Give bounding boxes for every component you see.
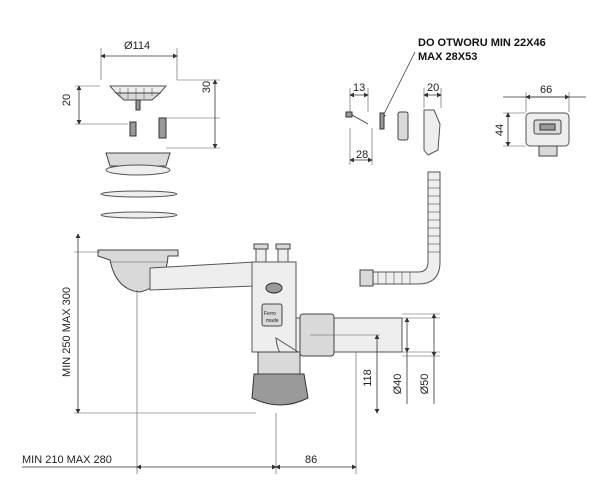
strainer-assembly: Ø114 20 30	[61, 40, 220, 219]
overflow-clip: DO OTWORU MIN 22X46 MAX 28X53 13 20 28	[345, 37, 546, 165]
dim-13: 13	[353, 82, 365, 94]
dim-118: 118	[362, 369, 374, 387]
siphon-assembly: Ferro made	[97, 243, 403, 406]
dim-28: 28	[356, 149, 368, 161]
dim-horizontal-range: MIN 210 MAX 280	[22, 454, 112, 466]
siphon-badge-brand: Ferro	[264, 311, 276, 317]
gasket-top	[100, 190, 178, 198]
dim-diameter-40: Ø40	[392, 374, 404, 395]
dim-66: 66	[540, 84, 552, 96]
hole-note-line1: DO OTWORU MIN 22X46	[418, 37, 546, 49]
hole-note-line2: MAX 28X53	[418, 51, 477, 63]
bottle-trap	[251, 373, 309, 406]
siphon-badge-made: made	[266, 318, 279, 324]
gasket-bottom	[100, 211, 178, 219]
dim-vertical-range: MIN 250 MAX 300	[61, 287, 73, 377]
dim-diameter-50: Ø50	[419, 374, 431, 395]
overflow-cover: 66 44	[494, 84, 586, 157]
dim-20-clip: 20	[427, 82, 439, 94]
strainer-basket	[108, 85, 168, 94]
screw-right	[158, 117, 167, 139]
screw-left	[129, 121, 137, 137]
dim-height-30: 30	[201, 81, 213, 93]
siphon-dimensions: MIN 250 MAX 300 118 Ø40 Ø50 MIN 210 MAX …	[22, 233, 440, 474]
dim-height-20: 20	[61, 94, 73, 106]
sink-flange	[105, 152, 171, 167]
dim-44: 44	[494, 124, 506, 136]
dim-86: 86	[305, 454, 317, 466]
dim-diameter-114: Ø114	[124, 40, 150, 52]
overflow-hose	[359, 171, 441, 287]
